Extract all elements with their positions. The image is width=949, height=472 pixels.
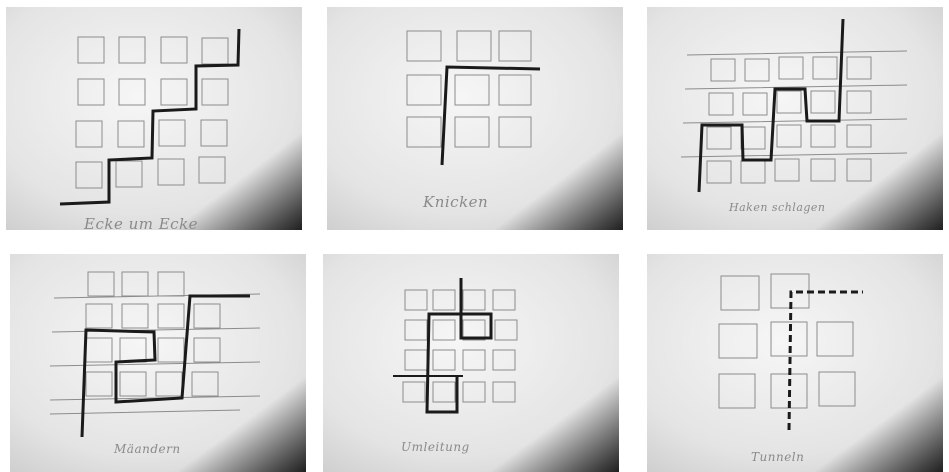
photo-ecke-um-ecke: Ecke um Ecke [6, 7, 302, 230]
caption: Umleitung [401, 440, 470, 454]
caption: Ecke um Ecke [84, 215, 198, 230]
photo-maeandern: Mäandern [10, 254, 306, 472]
caption: Knicken [423, 193, 488, 211]
caption: Haken schlagen [729, 201, 826, 214]
caption: Tunneln [751, 450, 804, 464]
photo-tunneln: Tunneln [647, 254, 943, 472]
photo-haken-schlagen: Haken schlagen [647, 7, 943, 230]
photo-knicken: Knicken [327, 7, 623, 230]
photo-umleitung: Umleitung [323, 254, 619, 472]
caption: Mäandern [114, 442, 181, 456]
